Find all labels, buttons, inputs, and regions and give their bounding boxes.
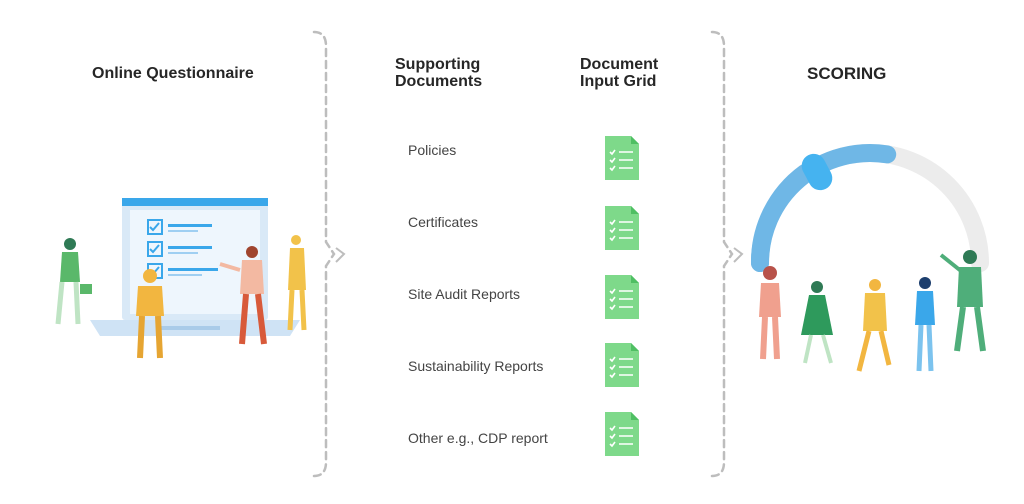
- doc-label-other: Other e.g., CDP report: [408, 430, 548, 446]
- doc-label-sustainability: Sustainability Reports: [408, 358, 544, 374]
- scoring-title: SCORING: [807, 64, 887, 83]
- supporting-documents-title: Supporting Documents: [395, 56, 482, 90]
- gauge-knob: [801, 153, 833, 191]
- celebrating-people: [759, 250, 986, 372]
- doc-label-site-audit: Site Audit Reports: [408, 286, 521, 302]
- supporting-title-line1: Supporting: [395, 56, 481, 73]
- scoring-gauge: [750, 144, 989, 372]
- document-check-icon: [605, 343, 639, 387]
- document-check-icon: [605, 136, 639, 180]
- document-check-icon: [605, 206, 639, 250]
- grid-title-line2: Input Grid: [580, 73, 657, 90]
- bracket-divider-right: [710, 30, 744, 478]
- bracket-divider-left: [312, 30, 346, 478]
- supporting-title-line2: Documents: [395, 73, 483, 90]
- doc-label-policies: Policies: [408, 142, 457, 158]
- document-input-grid-title: Document Input Grid: [580, 56, 658, 90]
- document-check-icon: [605, 275, 639, 319]
- doc-label-certificates: Certificates: [408, 214, 479, 230]
- grid-title-line1: Document: [580, 56, 659, 73]
- questionnaire-illustration: [55, 198, 307, 359]
- document-check-icon: [605, 412, 639, 456]
- questionnaire-title: Online Questionnaire: [92, 65, 254, 82]
